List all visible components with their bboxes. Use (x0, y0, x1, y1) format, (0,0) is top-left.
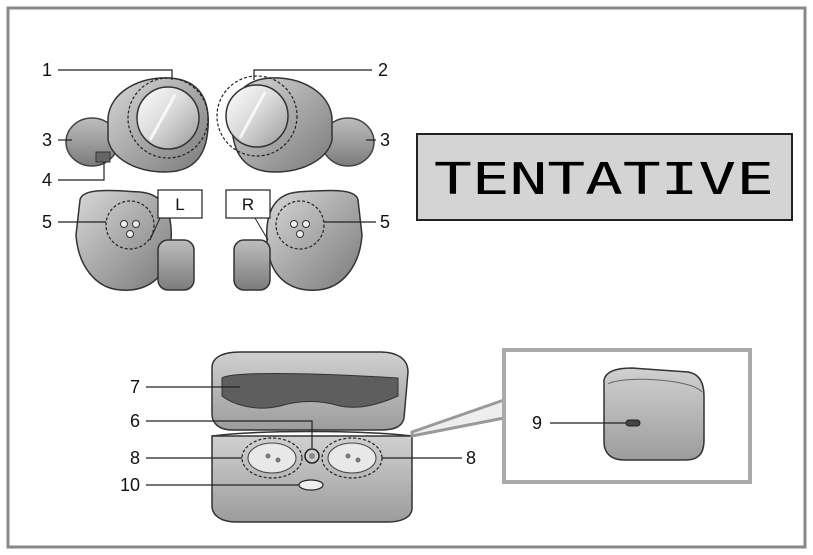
left-earbud-back: L (75, 189, 203, 291)
usb-c-port (625, 419, 641, 427)
leader-1 (58, 69, 173, 80)
right-touch-sensor (225, 84, 289, 148)
callout-5-right: 5 (380, 212, 390, 232)
callout-1: 1 (42, 60, 52, 80)
left-contact-3 (126, 230, 134, 238)
callout-4: 4 (42, 170, 52, 190)
top-callout-lines (58, 69, 376, 223)
callout-numbers: 1 2 3 3 4 5 5 7 6 8 8 10 9 (42, 60, 542, 495)
leader-2 (253, 69, 372, 80)
right-earbud-back: R (225, 189, 363, 291)
left-bay-contact-2 (275, 457, 281, 463)
left-charging-contacts-ring (105, 200, 155, 250)
base-top-edge (211, 430, 413, 437)
left-label-pointer (149, 217, 161, 241)
left-mic-slot (95, 151, 111, 163)
case-indicator (298, 479, 324, 491)
right-back-ear-tip (233, 239, 271, 291)
left-earbud-front (65, 77, 209, 173)
right-label-pointer (254, 217, 269, 241)
left-bay (247, 442, 297, 474)
right-contact-1 (290, 220, 298, 228)
callout-5-left: 5 (42, 212, 52, 232)
tentative-banner: TENTATIVE (416, 133, 793, 221)
right-bay (327, 442, 377, 474)
callout-3-left: 3 (42, 130, 52, 150)
right-charging-contacts-ring (275, 200, 325, 250)
charging-case-open (211, 351, 413, 523)
callout-3-right: 3 (380, 130, 390, 150)
right-earbud-front (216, 75, 375, 173)
left-contact-1 (120, 220, 128, 228)
left-side-label: L (175, 195, 184, 214)
banner-text: TENTATIVE (434, 154, 774, 205)
right-side-label-box (225, 189, 271, 219)
right-side-label: R (242, 195, 254, 214)
left-bay-contact-1 (265, 453, 271, 459)
leader-4 (58, 162, 105, 181)
right-contact-2 (302, 220, 310, 228)
lid-inner-cavity (221, 373, 399, 409)
left-side-label-box (157, 189, 203, 219)
left-back-ear-tip (157, 239, 195, 291)
left-touch-sensor (136, 86, 200, 150)
closed-case-body (603, 367, 705, 461)
left-back-shell (75, 189, 172, 291)
callout-8-right: 8 (466, 448, 476, 468)
callout-6: 6 (130, 411, 140, 431)
callout-7: 7 (130, 377, 140, 397)
case-callout-lines (146, 386, 462, 486)
right-bay-contact-2 (355, 457, 361, 463)
case-center-button-inner (309, 453, 315, 459)
right-bay-contact-1 (345, 453, 351, 459)
left-contact-2 (132, 220, 140, 228)
left-sensor-highlight-ring (127, 77, 209, 159)
banner-box (416, 133, 793, 221)
left-face-highlight (148, 94, 177, 141)
right-sensor-highlight-ring (216, 75, 298, 157)
closed-case-top (607, 378, 703, 393)
right-contact-3 (296, 230, 304, 238)
callout-2: 2 (378, 60, 388, 80)
callout-10: 10 (120, 475, 140, 495)
left-bay-ring (241, 437, 303, 479)
right-face-highlight (238, 91, 267, 139)
leader-6 (146, 420, 313, 448)
callout-8-left: 8 (130, 448, 140, 468)
closed-case-zoom (410, 348, 752, 484)
callout-9: 9 (532, 413, 542, 433)
